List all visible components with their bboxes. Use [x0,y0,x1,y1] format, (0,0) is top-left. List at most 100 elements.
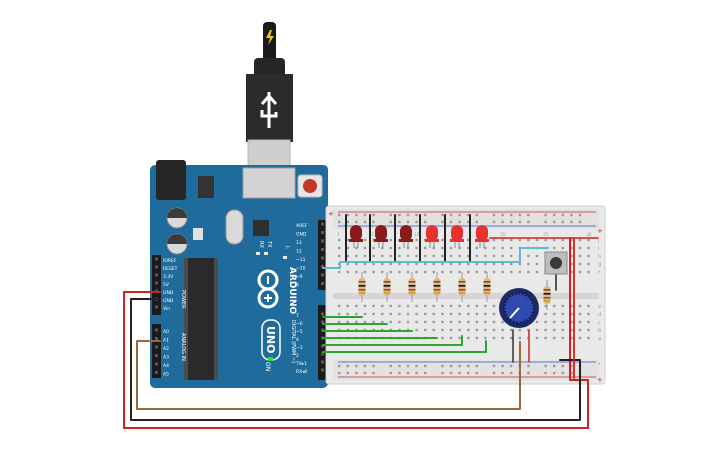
breadboard-hole[interactable] [518,238,521,242]
breadboard-hole[interactable] [578,336,582,340]
breadboard-hole[interactable] [570,262,573,266]
breadboard-hole[interactable] [424,213,427,217]
breadboard-hole[interactable] [415,213,418,217]
led[interactable] [450,225,464,248]
breadboard-hole[interactable] [381,254,384,258]
breadboard-hole[interactable] [346,371,349,375]
header-pin[interactable] [321,320,324,324]
breadboard-hole[interactable] [587,320,590,324]
header-pin[interactable] [321,360,324,364]
breadboard-hole[interactable] [544,238,547,242]
breadboard-hole[interactable] [561,336,564,340]
breadboard-hole[interactable] [587,246,590,250]
breadboard-hole[interactable] [346,254,349,258]
breadboard-hole[interactable] [570,213,573,217]
breadboard-hole[interactable] [389,254,392,258]
breadboard-hole[interactable] [449,336,453,340]
breadboard-hole[interactable] [363,270,367,274]
breadboard-hole[interactable] [527,238,530,242]
breadboard-hole[interactable] [535,262,539,266]
breadboard-hole[interactable] [475,262,478,266]
header-pin[interactable] [321,222,324,226]
breadboard-hole[interactable] [467,213,470,217]
breadboard-hole[interactable] [527,371,530,375]
resistor[interactable] [408,272,416,302]
breadboard-hole[interactable] [363,213,367,217]
breadboard-hole[interactable] [346,246,349,250]
breadboard-hole[interactable] [544,220,547,224]
breadboard-hole[interactable] [492,371,496,375]
breadboard-hole[interactable] [561,238,564,242]
breadboard-hole[interactable] [561,371,564,375]
breadboard-hole[interactable] [475,270,478,274]
breadboard-hole[interactable] [398,254,401,258]
breadboard-hole[interactable] [570,270,573,274]
breadboard-hole[interactable] [415,312,418,316]
breadboard-hole[interactable] [501,364,504,368]
push-button[interactable] [544,251,568,275]
reset-button-cap[interactable] [303,179,317,193]
header-pin[interactable] [155,328,158,332]
breadboard-hole[interactable] [363,304,367,308]
led[interactable] [425,225,439,248]
breadboard-hole[interactable] [338,320,341,324]
header-pin[interactable] [321,231,324,234]
breadboard-hole[interactable] [406,364,410,368]
breadboard-hole[interactable] [544,320,547,324]
breadboard-hole[interactable] [578,213,582,217]
breadboard-hole[interactable] [587,304,590,308]
breadboard-hole[interactable] [424,364,427,368]
breadboard-hole[interactable] [355,254,358,258]
breadboard-hole[interactable] [501,336,504,340]
breadboard-hole[interactable] [458,270,461,274]
breadboard-hole[interactable] [406,262,410,266]
breadboard-hole[interactable] [338,364,341,368]
breadboard-hole[interactable] [406,254,410,258]
breadboard-hole[interactable] [578,238,582,242]
breadboard-hole[interactable] [475,320,478,324]
breadboard-hole[interactable] [527,262,530,266]
breadboard-hole[interactable] [570,238,573,242]
breadboard-hole[interactable] [346,213,349,217]
breadboard-hole[interactable] [578,312,582,316]
breadboard-hole[interactable] [475,220,478,224]
header-pin[interactable] [155,257,158,261]
breadboard-hole[interactable] [406,270,410,274]
breadboard-hole[interactable] [492,246,496,250]
led-group[interactable] [349,225,489,248]
breadboard-hole[interactable] [467,262,470,266]
breadboard-hole[interactable] [535,254,539,258]
breadboard-hole[interactable] [415,371,418,375]
header-pin[interactable] [321,239,324,243]
breadboard-hole[interactable] [527,270,530,274]
header-pin[interactable] [155,281,158,285]
breadboard-hole[interactable] [501,238,504,242]
breadboard-hole[interactable] [424,270,427,274]
green-wire-pin3[interactable] [322,335,463,346]
breadboard-hole[interactable] [518,262,521,266]
breadboard-hole[interactable] [441,336,444,340]
breadboard-hole[interactable] [475,364,478,368]
breadboard-hole[interactable] [475,336,478,340]
breadboard-hole[interactable] [570,320,573,324]
breadboard-hole[interactable] [355,364,358,368]
resistor[interactable] [383,272,391,302]
breadboard-hole[interactable] [544,336,547,340]
breadboard-hole[interactable] [458,213,461,217]
breadboard-hole[interactable] [475,371,478,375]
breadboard-hole[interactable] [492,328,496,332]
breadboard-hole[interactable] [432,304,435,308]
breadboard-hole[interactable] [570,220,573,224]
breadboard-hole[interactable] [372,220,375,224]
breadboard-hole[interactable] [578,270,582,274]
breadboard-hole[interactable] [381,270,384,274]
breadboard-hole[interactable] [355,220,358,224]
breadboard-hole[interactable] [578,304,582,308]
breadboard-hole[interactable] [424,220,427,224]
breadboard-hole[interactable] [553,371,556,375]
breadboard-hole[interactable] [406,213,410,217]
breadboard-hole[interactable] [587,328,590,332]
breadboard-hole[interactable] [363,364,367,368]
breadboard-hole[interactable] [553,320,556,324]
breadboard-hole[interactable] [553,304,556,308]
